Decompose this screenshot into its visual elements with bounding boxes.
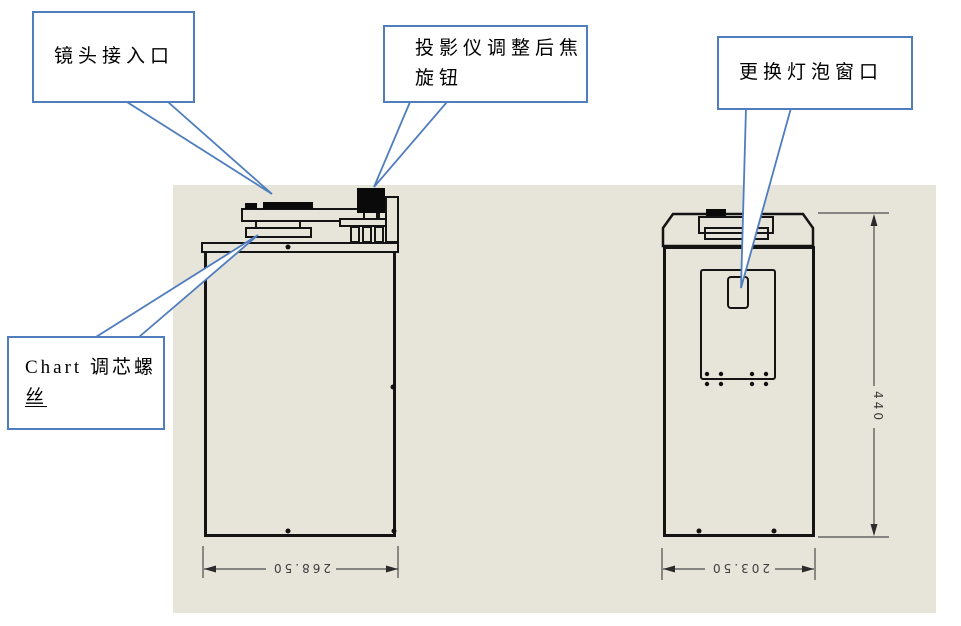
rail-end-column (385, 196, 399, 243)
chart-screws-callout: Chart 调芯螺 丝 (7, 336, 165, 430)
rail-slat (362, 226, 372, 243)
rail-slat (350, 226, 360, 243)
focus-knob-callout-pointer (373, 101, 449, 188)
side-view-body (204, 250, 396, 537)
focus-knob-label-line2: 旋钮 (415, 68, 464, 89)
side-view-top-plate (201, 242, 399, 253)
chart-stack-base (245, 227, 312, 238)
rail-slat (374, 226, 384, 243)
lens-port-label: 镜头接入口 (54, 46, 175, 67)
lamp-window-label: 更换灯泡窗口 (739, 62, 884, 83)
lens-port-callout: 镜头接入口 (32, 11, 195, 103)
lamp-window-shape (727, 276, 749, 309)
lens-mount-mark (245, 203, 257, 209)
focus-knob-label-line1: 投影仪调整后焦 (415, 38, 584, 59)
lamp-window-callout: 更换灯泡窗口 (717, 36, 913, 110)
chart-screws-label-line1: Chart 调芯螺 (25, 357, 156, 378)
side-width-dimension-label: 268.50 (266, 561, 336, 575)
chart-screws-label-line2: 丝 (25, 387, 48, 408)
lens-mount-dark-bar (263, 202, 313, 209)
focus-knob-callout: 投影仪调整后焦 旋钮 (383, 25, 588, 103)
focus-knob-shape (357, 188, 385, 213)
height-dimension-label: 440 (870, 386, 885, 428)
lens-port-callout-pointer (123, 101, 273, 195)
rear-width-dimension-label: 203.50 (705, 561, 775, 575)
